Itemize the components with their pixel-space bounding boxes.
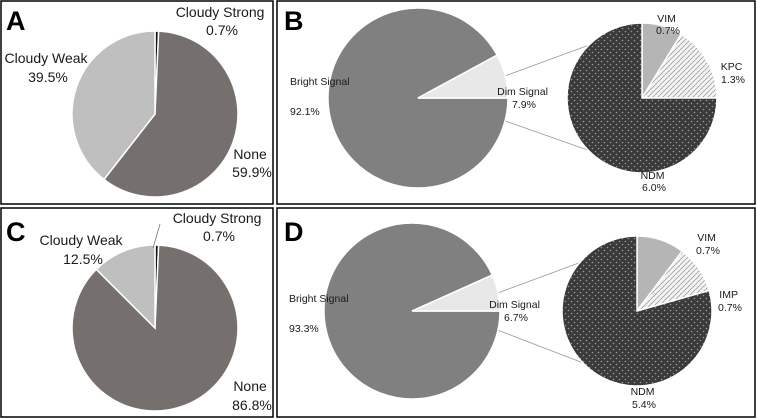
- panel-frame-c: [0, 207, 274, 418]
- bslice-b-1: [640, 33, 718, 99]
- label-c-1-name: None: [233, 378, 267, 394]
- pie-b-breakdown: [566, 22, 718, 174]
- label-d-0-name: Bright Signal: [289, 293, 349, 305]
- label-d-bd-2-name: NDM: [631, 386, 655, 398]
- label-c-2-name: Cloudy Weak: [40, 232, 124, 248]
- label-b-bd-2-value: 6.0%: [642, 182, 666, 194]
- panel-frame-a: [0, 0, 274, 205]
- label-b-bd-2: NDM 6.0%: [641, 170, 668, 194]
- label-d-bd-0-value: 0.7%: [696, 245, 720, 257]
- label-a-0-name: Cloudy Strong: [176, 4, 265, 20]
- label-d-0-value: 93.3%: [289, 323, 319, 335]
- label-a-0-value: 0.7%: [206, 22, 238, 38]
- label-a-2-value: 39.5%: [28, 69, 68, 85]
- label-d-bd-2: NDM 5.4%: [631, 386, 658, 411]
- label-b-0-name: Bright Signal: [290, 76, 350, 88]
- label-b-1: Dim Signal 7.9%: [497, 86, 551, 111]
- label-b-bd-1-value: 1.3%: [721, 74, 745, 86]
- pie-b-slices: [327, 7, 509, 189]
- label-d-bd-2-value: 5.4%: [632, 399, 656, 411]
- label-d-bd-1: IMP 0.7%: [718, 289, 742, 314]
- label-c-1-value: 86.8%: [232, 397, 272, 413]
- label-d-bd-1-value: 0.7%: [718, 302, 742, 314]
- label-c-0-value: 0.7%: [203, 228, 235, 244]
- label-a-2: Cloudy Weak 39.5%: [5, 50, 92, 85]
- label-d-bd-0: VIM 0.7%: [696, 232, 720, 257]
- pie-d-breakdown: [561, 235, 713, 387]
- label-b-bd-1: KPC 1.3%: [721, 61, 746, 86]
- label-b-bd-0-value: 0.7%: [656, 25, 680, 37]
- panel-label-c: C: [6, 217, 26, 247]
- bslice-b-2: [566, 22, 718, 174]
- label-b-1-value: 7.9%: [512, 99, 536, 111]
- label-c-1: None 86.8%: [232, 378, 272, 413]
- slice-a-1: [102, 30, 239, 198]
- pie-a-slices: [71, 30, 239, 198]
- leader-c-0: [152, 223, 161, 249]
- label-d-0: Bright Signal 93.3%: [289, 293, 351, 335]
- label-c-0: Cloudy Strong 0.7%: [173, 210, 266, 244]
- label-a-2-name: Cloudy Weak: [5, 50, 89, 66]
- label-b-bd-2-name: NDM: [641, 170, 665, 182]
- label-b-bd-1-name: KPC: [721, 61, 743, 73]
- label-b-bd-0: VIM 0.7%: [656, 13, 680, 37]
- label-a-1-value: 59.9%: [232, 164, 272, 180]
- label-c-0-name: Cloudy Strong: [173, 210, 262, 226]
- label-d-1-value: 6.7%: [504, 312, 528, 324]
- label-d-1-name: Dim Signal: [489, 299, 540, 311]
- panel-frame-b: [276, 0, 756, 205]
- label-b-0-value: 92.1%: [290, 106, 320, 118]
- panel-label-d: D: [284, 217, 304, 247]
- pie-d: Bright Signal 93.3% Dim Signal 6.7% VIM …: [289, 222, 742, 411]
- slice-a-2: [71, 30, 156, 181]
- pie-c-slices: [71, 244, 239, 412]
- label-a-1-name: None: [233, 146, 267, 162]
- panel-frame-d: [276, 207, 756, 418]
- slice-d-1: [411, 274, 501, 312]
- pie-b: Bright Signal 92.1% Dim Signal 7.9% VIM …: [290, 7, 746, 194]
- pie-d-slices: [323, 222, 501, 400]
- bslice-d-2: [561, 235, 713, 387]
- pie-a: Cloudy Strong 0.7% None 59.9% Cloudy Wea…: [5, 4, 272, 198]
- label-b-0: Bright Signal 92.1%: [290, 76, 352, 118]
- label-d-1: Dim Signal 6.7%: [489, 299, 543, 324]
- label-c-2: Cloudy Weak 12.5%: [40, 232, 127, 267]
- label-b-bd-0-name: VIM: [657, 13, 676, 25]
- label-c-2-value: 12.5%: [63, 251, 103, 267]
- label-d-bd-0-name: VIM: [697, 232, 716, 244]
- label-d-bd-1-name: IMP: [719, 289, 738, 301]
- label-b-1-name: Dim Signal: [497, 86, 548, 98]
- panel-label-a: A: [6, 6, 26, 36]
- label-a-1: None 59.9%: [232, 146, 272, 180]
- pie-c: Cloudy Strong 0.7% None 86.8% Cloudy Wea…: [40, 210, 272, 413]
- label-a-0: Cloudy Strong 0.7%: [176, 4, 269, 38]
- panel-label-b: B: [284, 6, 304, 36]
- slice-b-1: [417, 54, 509, 99]
